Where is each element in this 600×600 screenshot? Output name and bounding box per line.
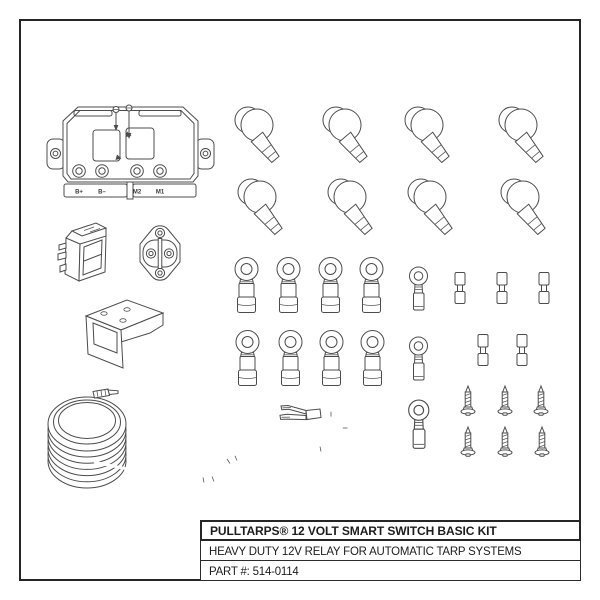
relay-terminal-label-m2: M2	[133, 190, 142, 196]
terminal-boot	[407, 178, 455, 237]
butt-connector	[538, 272, 550, 304]
ring-terminal-large	[234, 257, 259, 313]
coil-end-connector	[92, 388, 119, 399]
ring-terminal-small	[409, 266, 428, 311]
butt-connector	[516, 334, 528, 366]
kit-part-number: PART #: 514-0114	[200, 561, 581, 581]
relay-window-right	[125, 127, 155, 160]
relay-terminal-studs	[72, 164, 167, 178]
ring-terminal-large	[278, 330, 303, 386]
ring-terminal-large	[235, 330, 260, 386]
relay-terminal-label-m1: M1	[156, 190, 165, 196]
ring-terminal-large	[359, 257, 384, 313]
fork-terminal	[280, 404, 307, 415]
screw	[460, 385, 476, 416]
ring-terminal-small	[408, 399, 430, 449]
wire-crimp	[305, 408, 322, 421]
circuit-breaker	[139, 225, 181, 281]
butt-connector	[477, 334, 489, 366]
kit-subtitle: HEAVY DUTY 12V RELAY FOR AUTOMATIC TARP …	[200, 541, 581, 561]
screw	[497, 426, 513, 457]
butt-connector	[454, 272, 466, 304]
kit-title-text: PULLTARPS® 12 VOLT SMART SWITCH BASIC KI…	[210, 523, 497, 538]
kit-title: PULLTARPS® 12 VOLT SMART SWITCH BASIC KI…	[200, 520, 581, 541]
screw	[497, 385, 513, 416]
relay-terminal-label-b-plus: B+	[75, 190, 83, 196]
ring-terminal-large	[318, 257, 343, 313]
screw-position-mark	[125, 131, 132, 137]
terminal-boot	[404, 106, 452, 165]
screw	[534, 426, 550, 457]
terminal-boot	[237, 178, 285, 237]
switch-terminal	[58, 242, 67, 251]
ring-terminal-large	[276, 257, 301, 313]
mounting-bracket	[84, 299, 165, 369]
fork-terminal	[279, 413, 307, 421]
coiled-wire-harness	[47, 388, 348, 489]
screw-position-mark	[115, 154, 122, 160]
relay-window-left	[92, 129, 121, 162]
ring-terminal-small	[409, 336, 428, 381]
switch-terminal	[59, 263, 67, 273]
page-border	[19, 19, 581, 581]
terminal-boot	[498, 106, 546, 165]
title-block: PULLTARPS® 12 VOLT SMART SWITCH BASIC KI…	[200, 520, 581, 581]
kit-subtitle-text: HEAVY DUTY 12V RELAY FOR AUTOMATIC TARP …	[209, 543, 522, 558]
screw	[533, 385, 549, 416]
smart-switch-relay-module: B+ B– M2 M1	[46, 104, 215, 200]
terminal-boot	[327, 178, 375, 237]
relay-terminal-label-b-minus: B–	[98, 190, 106, 196]
terminal-boot	[322, 106, 370, 165]
terminal-boot	[234, 106, 282, 165]
rocker-switch	[57, 222, 108, 282]
kit-part-number-text: PART #: 514-0114	[209, 563, 299, 578]
ring-terminal-large	[360, 330, 385, 386]
screw	[460, 426, 476, 457]
relay-cover-screw	[112, 106, 120, 131]
terminal-boot	[500, 178, 548, 237]
butt-connector	[496, 272, 508, 304]
switch-terminal	[57, 251, 67, 261]
ring-terminal-large	[319, 330, 344, 386]
